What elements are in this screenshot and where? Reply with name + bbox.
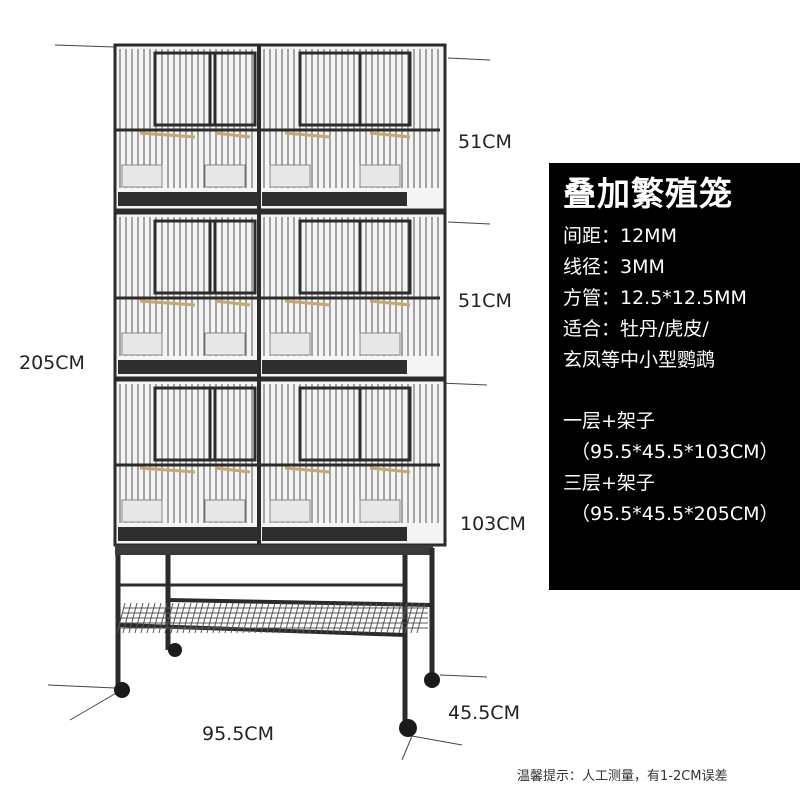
option-one-tier-name: 一层+架子: [563, 410, 655, 432]
option-one-tier-size: （95.5*45.5*103CM）: [571, 441, 779, 463]
spec-line-wire: 线径：3MM: [563, 256, 665, 278]
cage-wheels: [114, 643, 440, 737]
spec-line-spacing: 间距：12MM: [563, 225, 677, 247]
spec-line-suitable: 适合：牡丹/虎皮/: [563, 318, 709, 340]
dimension-guides: [47, 44, 491, 761]
dimension-label-width: 95.5CM: [202, 723, 274, 745]
option-three-tier-name: 三层+架子: [563, 472, 655, 494]
cage-tier: [113, 211, 447, 380]
dimension-label-lower-tier: 103CM: [460, 513, 526, 535]
spec-title: 叠加繁殖笼: [563, 174, 733, 213]
cage-tiers: [113, 43, 447, 547]
dimension-label-top-tier: 51CM: [458, 131, 512, 153]
cage-tier: [113, 378, 447, 547]
cage-tier: [113, 43, 447, 212]
dimension-label-total-height: 205CM: [19, 352, 85, 374]
spec-panel: 叠加繁殖笼 间距：12MM 线径：3MM 方管：12.5*12.5MM 适合：牡…: [549, 163, 800, 590]
measurement-note: 温馨提示：人工测量，有1-2CM误差: [517, 769, 728, 784]
cage-stand: [115, 545, 435, 725]
spec-line-tube: 方管：12.5*12.5MM: [563, 287, 747, 309]
spec-line-suitable-cont: 玄凤等中小型鹦鹉: [563, 349, 716, 371]
dimension-label-middle-tier: 51CM: [458, 290, 512, 312]
option-three-tier-size: （95.5*45.5*205CM）: [571, 503, 779, 525]
dimension-label-depth: 45.5CM: [448, 702, 520, 724]
